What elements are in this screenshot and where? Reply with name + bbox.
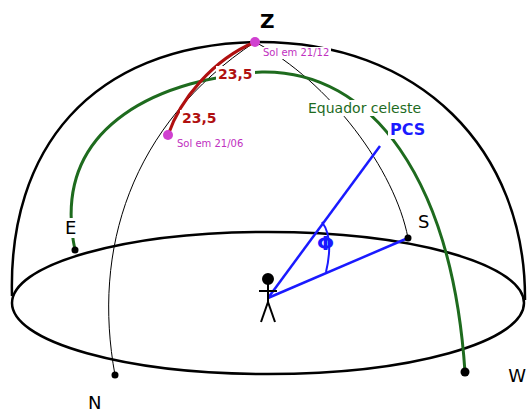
sun-dot — [250, 37, 260, 47]
angle-value: 23,5 — [180, 110, 219, 126]
cardinal-dot — [405, 235, 412, 242]
cardinal-label: N — [86, 393, 103, 413]
equator-label: Equador celeste — [306, 100, 423, 116]
angle-value: 23,5 — [216, 66, 255, 82]
cardinal-dot — [112, 372, 119, 379]
declination-arc — [168, 42, 255, 135]
observer — [259, 274, 277, 322]
cardinal-dot — [461, 368, 470, 377]
angle-symbol: Φ — [315, 232, 336, 254]
cardinal-dot — [72, 247, 79, 254]
meridian — [109, 42, 408, 375]
sun-label: Sol em 21/06 — [175, 138, 245, 150]
sun-dot — [163, 130, 173, 140]
cardinal-label: E — [63, 218, 78, 238]
sun-label: Sol em 21/12 — [261, 47, 331, 59]
pole-label: PCS — [388, 121, 427, 139]
south-line — [268, 238, 408, 298]
celestial-equator — [71, 72, 465, 372]
cardinal-label: W — [506, 366, 528, 386]
cardinal-label: S — [416, 212, 431, 232]
zenith-label: Z — [258, 10, 277, 32]
